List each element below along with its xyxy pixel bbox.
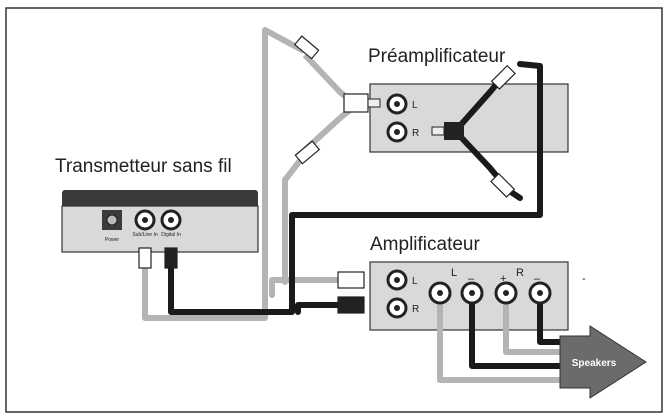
rca-plug-icon: [490, 64, 516, 90]
power-port-hole-icon: [106, 214, 118, 226]
digital-plug-icon: [164, 247, 178, 269]
y-adapter-icon: [343, 93, 369, 113]
transmitter-device: Power Sub/Line In Digital In: [61, 190, 259, 253]
grey-cable-analog: [142, 27, 305, 321]
rca-tip-icon: [431, 126, 445, 136]
y-adapter-icon: [444, 122, 464, 140]
preamp-right-label: R: [412, 128, 419, 139]
grey-cable-speaker-b: [503, 297, 563, 355]
speakers-label: Speakers: [572, 358, 617, 369]
analog-plug-icon: [138, 247, 152, 269]
amp-right-label: R: [412, 304, 419, 315]
y-splitter-black: [431, 64, 516, 198]
power-port-label: Power: [105, 237, 120, 243]
amp-terminal-group-right: R: [516, 267, 524, 279]
preamp-title: Préamplificateur: [368, 46, 506, 67]
transmitter-title: Transmetteur sans fil: [55, 156, 232, 177]
amp-terminal-3-icon: [494, 281, 518, 305]
black-cable-speaker-a: [469, 297, 563, 369]
amp-terminal-1-icon: [428, 281, 452, 305]
grey-cable-preamp-branch: [282, 155, 305, 285]
transmitter-body: [61, 205, 259, 253]
grey-cable-speaker-a: [437, 297, 563, 383]
transmitter-top: [62, 190, 258, 210]
amp-terminal-group-left: L: [451, 267, 457, 279]
black-cable-amp-right: [295, 302, 341, 315]
rca-plug-icon: [293, 35, 320, 60]
amp-terminal-far-minus: -: [582, 273, 586, 285]
black-cable-speaker-b: [537, 297, 563, 345]
amp-terminal-minus-a: –: [468, 273, 475, 285]
preamp-right-jack-center: [394, 129, 400, 135]
amp-terminal-2-icon: [460, 281, 484, 305]
analog-in-port-label: Sub/Line In: [132, 232, 158, 238]
preamp-body: [369, 83, 569, 153]
amp-terminal-4-icon: [528, 281, 552, 305]
rca-tip-icon: [367, 98, 381, 108]
amp-terminal-plus: +: [500, 273, 506, 285]
digital-in-port-label: Digital In: [161, 232, 181, 238]
amp-left-plug-icon: [337, 271, 365, 289]
diagram-frame: [5, 7, 663, 413]
preamp-left-jack-center: [394, 101, 400, 107]
amp-terminal-minus-b: –: [534, 273, 541, 285]
amp-left-jack-center: [394, 277, 400, 283]
analog-in-jack-center: [142, 217, 148, 223]
amplifier-title: Amplificateur: [370, 234, 480, 255]
amp-right-jack-center: [394, 305, 400, 311]
preamp-left-label: L: [412, 100, 418, 111]
rca-plug-icon: [294, 140, 321, 165]
grey-cable-amp-left: [269, 277, 343, 298]
amp-right-plug-icon: [337, 296, 365, 314]
amp-left-label: L: [412, 276, 418, 287]
y-splitter-grey: [293, 35, 381, 165]
rca-plug-icon: [490, 172, 516, 198]
digital-in-jack-center: [168, 217, 174, 223]
black-cable-digital: [168, 61, 543, 315]
speakers-arrow-icon: [559, 325, 647, 399]
